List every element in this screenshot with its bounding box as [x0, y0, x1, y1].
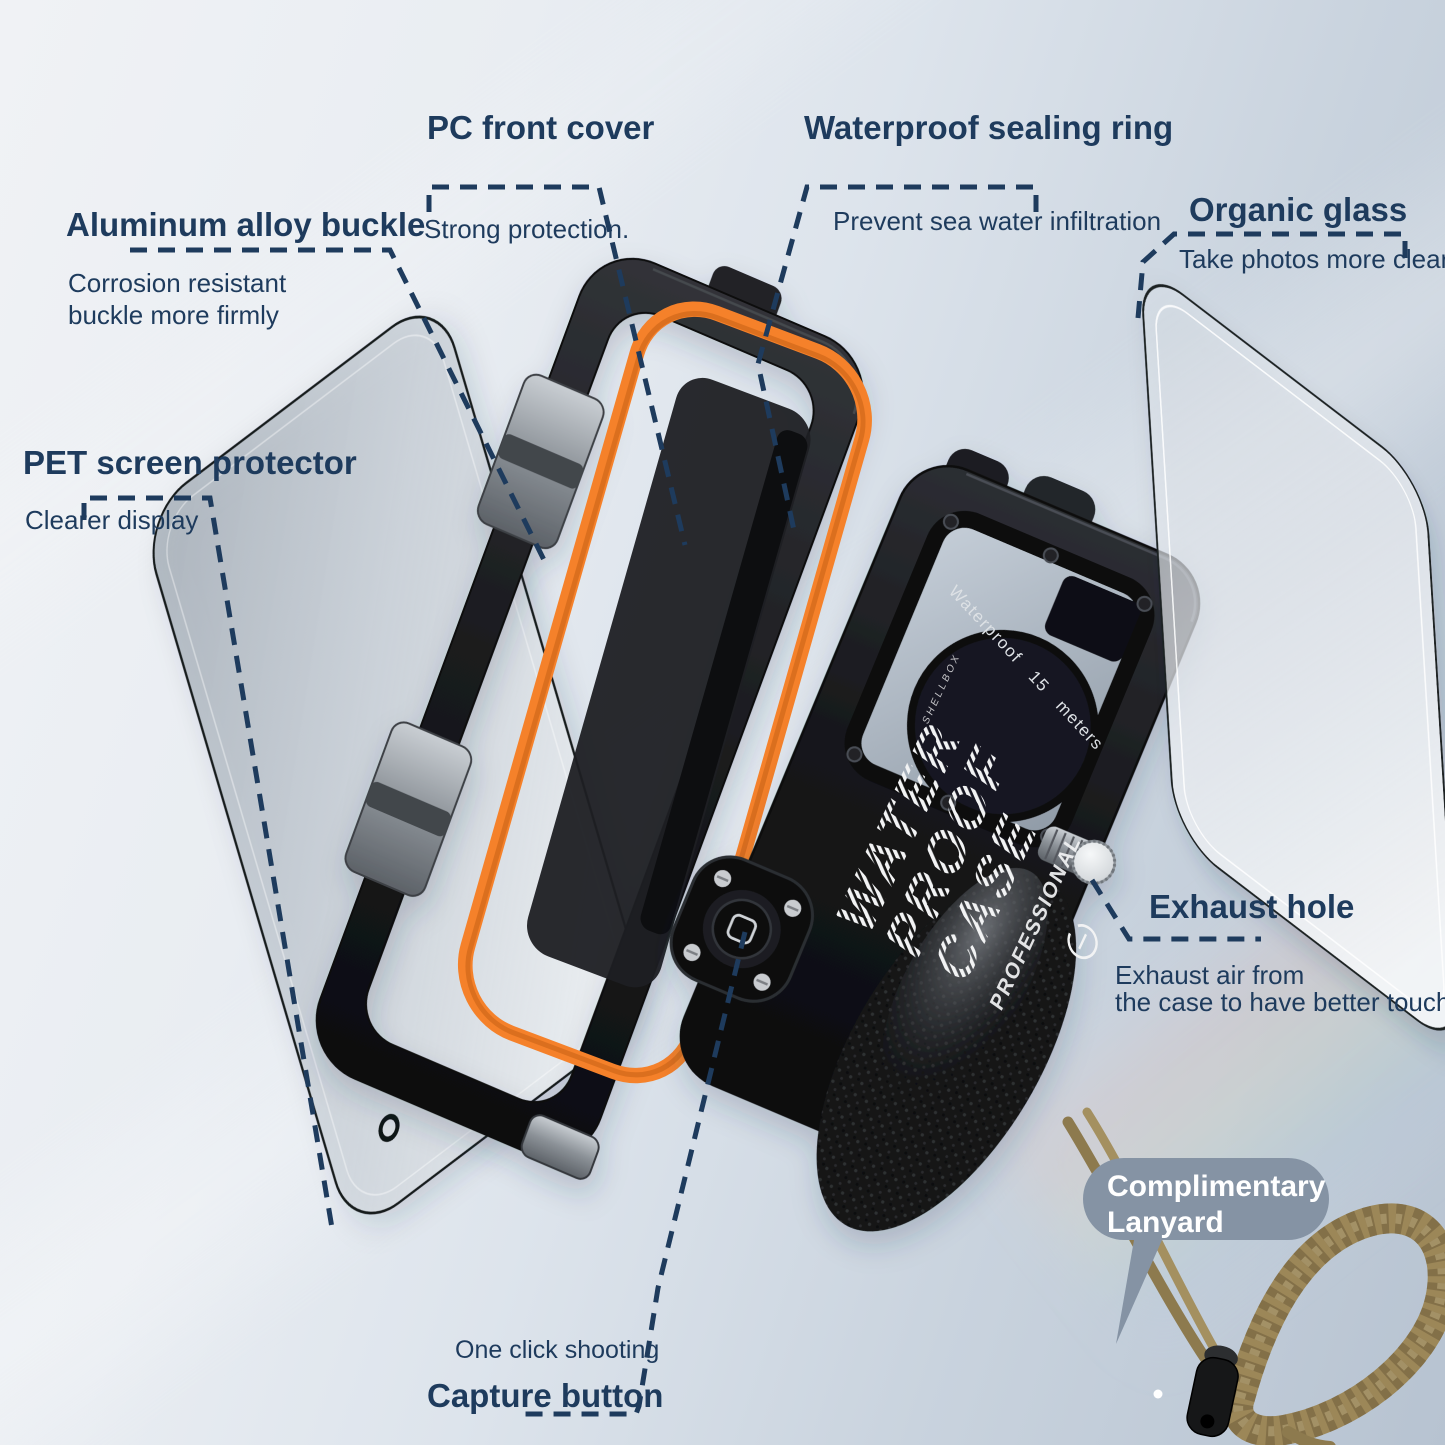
sealing-ring-line: [755, 184, 1039, 536]
capture-button-note: One click shooting: [455, 1336, 659, 1364]
camera-icon: [726, 913, 757, 945]
plate-screws: [683, 870, 802, 991]
lens-plate-circle: [906, 629, 1099, 823]
capture-button-assembly: [669, 855, 815, 1003]
organic-glass-inner-line: [1155, 304, 1445, 1010]
inner-slab-shadow: [640, 430, 808, 935]
buckle-notch: [498, 434, 584, 489]
lanyard-label-line2: Lanyard: [1107, 1206, 1224, 1239]
sealing-ring-title: Waterproof sealing ring: [804, 109, 1173, 146]
sealing-ring-part: [457, 301, 872, 1084]
aluminum-buckle-title: Aluminum alloy buckle: [66, 206, 425, 243]
cord-tail: [1282, 1426, 1336, 1445]
capture-button-title: Capture button: [427, 1377, 663, 1414]
pet-protector-title: PET screen protector: [23, 444, 357, 481]
aluminum-buckle-lower: [344, 721, 473, 897]
cover-bottom-latch: [520, 1114, 600, 1180]
organic-glass-line: [1135, 231, 1408, 319]
organic-glass-desc: Take photos more clearly: [1179, 244, 1445, 274]
bubble-labels: Complimentary Lanyard: [1107, 1170, 1326, 1239]
sealing-ring-desc: Prevent sea water infiltration: [833, 206, 1161, 236]
pc-front-cover-line: [426, 184, 688, 546]
aluminum-buckle-upper: [476, 373, 605, 550]
exhaust-hole-desc2: the case to have better touch: [1115, 987, 1445, 1017]
pet-protector-line: [81, 495, 335, 1229]
braid-texture: [1223, 1203, 1445, 1445]
organic-glass-part: [1142, 284, 1445, 1031]
pet-protector-desc: Clearer display: [25, 505, 198, 535]
aluminum-buckle-line: [130, 247, 548, 564]
pc-front-cover-desc: Strong protection.: [424, 214, 629, 244]
lanyard-label-line1: Complimentary: [1107, 1170, 1326, 1203]
aluminum-buckle-desc1: Corrosion resistant: [68, 268, 287, 298]
lanyard-callout-bubble: Complimentary Lanyard: [1083, 1158, 1329, 1344]
organic-glass-sheet: [1142, 284, 1445, 1031]
bubble-pointer: [1116, 1240, 1162, 1344]
cord-highlight-dot: [1153, 1389, 1163, 1399]
capture-button-line: [515, 931, 748, 1417]
organic-glass-title: Organic glass: [1189, 191, 1407, 228]
exhaust-hole-title: Exhaust hole: [1149, 888, 1354, 925]
exhaust-hole-desc1: Exhaust air from: [1115, 960, 1304, 990]
aluminum-buckle-desc2: buckle more firmly: [68, 300, 279, 330]
textured-grip: [816, 867, 1077, 1232]
pc-front-cover-title: PC front cover: [427, 109, 655, 146]
braided-loop: [1223, 1203, 1445, 1445]
inner-phone-slab: [527, 377, 811, 988]
exhaust-hole-line: [1089, 878, 1261, 942]
annotation-lines: [81, 184, 1408, 1417]
waterproof-case-part: [669, 448, 1201, 1232]
annotation-labels: PC front cover Strong protection. Waterp…: [23, 109, 1445, 1414]
window-mechanism: [1044, 575, 1141, 662]
pet-sheet-hole: [378, 1113, 400, 1143]
buckle-notch: [366, 781, 451, 837]
cord-lock-toggle: [1186, 1345, 1239, 1438]
bubble-body: [1083, 1158, 1329, 1240]
light-streak: [0, 0, 1368, 742]
lanyard: [1062, 1107, 1445, 1445]
shellbox-logo: [1067, 924, 1098, 960]
exhaust-knob: [1037, 826, 1117, 885]
capture-button: [711, 898, 773, 960]
